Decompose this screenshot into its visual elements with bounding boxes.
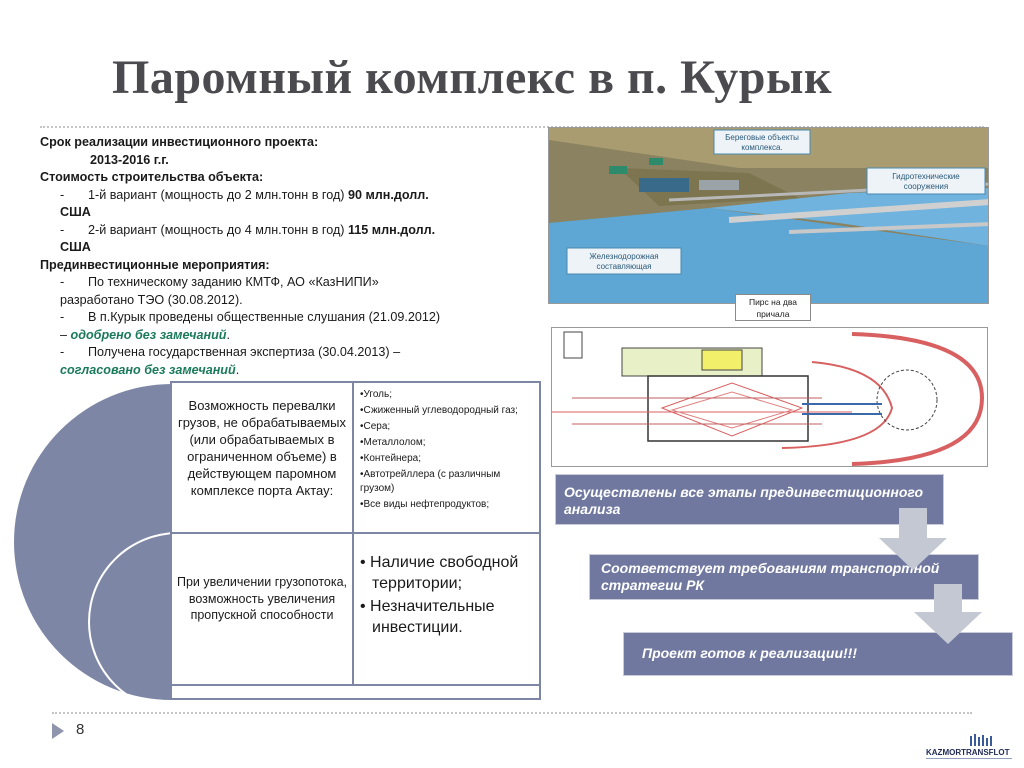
period-mark: . <box>226 327 230 342</box>
list-item: •Все виды нефтепродуктов; <box>360 498 490 510</box>
capacity-increase-cell: При увеличении грузопотока, возможность … <box>176 575 348 622</box>
row-divider <box>170 532 541 534</box>
bottom-divider <box>52 712 972 714</box>
period-mark: . <box>235 362 240 377</box>
cost-label: Стоимость строительства объекта: <box>40 170 264 184</box>
list-item: •Сжиженный углеводородный газ; <box>360 405 518 416</box>
cargo-capability-cell: Возможность перевалки грузов, не обрабат… <box>175 397 349 499</box>
label-line: Гидротехнические <box>892 172 960 181</box>
down-arrow-icon <box>914 584 982 644</box>
pre-item-text: Получена государственная экспертиза (30.… <box>88 345 401 359</box>
approved-text: одобрено без замечаний <box>70 327 227 342</box>
variant-amount: 115 млн.долл. <box>347 222 436 237</box>
variant-text: 1-й вариант (мощность до 2 млн.тонн в го… <box>88 187 348 202</box>
list-item: • Незначительные инвестиции. <box>360 598 495 636</box>
list-item: •Металлолом; <box>360 437 426 448</box>
pre-investment-label: Прединвестиционные мероприятия: <box>40 257 270 272</box>
period-label: Срок реализации инвестиционного проекта: <box>40 135 319 149</box>
cost-variant-1: - 1-й вариант (мощность до 2 млн.тонн в г… <box>40 187 540 205</box>
row-divider <box>170 684 541 686</box>
site-plan <box>551 327 988 467</box>
dash: - <box>60 345 65 359</box>
list-item: •Автотрейллера (с различным грузом) <box>360 469 501 494</box>
period-value: 2013-2016 г.г. <box>90 152 169 167</box>
label-line: сооружения <box>904 182 948 191</box>
label-line: комплекса. <box>741 143 782 152</box>
pre-item-text: По техническому заданию КМТФ, АО «КазНИП… <box>88 275 379 289</box>
logo-text: KAZMORTRANSFLOT <box>926 748 1010 757</box>
cost-variant-2: - 2-й вариант (мощность до 4 млн.тонн в г… <box>40 222 540 240</box>
variant-currency: США <box>60 240 91 254</box>
variant-amount: 90 млн.долл. <box>347 187 429 202</box>
label-line: Железнодорожная <box>589 252 658 261</box>
variant-text: 2-й вариант (мощность до 4 млн.тонн в го… <box>88 222 348 237</box>
label-line: Береговые объекты <box>725 133 799 142</box>
list-item: •Сера; <box>360 421 391 432</box>
pre-item-1-cont: разработано ТЭО (30.08.2012). <box>60 292 243 307</box>
site-plan-graphic <box>552 331 985 466</box>
advantages-list: • Наличие свободной территории; • Незнач… <box>360 552 536 640</box>
page-number: 8 <box>76 721 85 738</box>
dash: - <box>60 275 65 289</box>
project-info: Срок реализации инвестиционного проекта:… <box>40 134 540 379</box>
step-analysis-complete: Осуществлены все этапы прединвестиционно… <box>555 474 944 525</box>
pre-item-2: - В п.Курык проведены общественные слушан… <box>40 309 540 327</box>
agreed-text: согласовано без замечаний <box>60 362 236 377</box>
dash: - <box>60 222 65 237</box>
top-divider <box>40 126 984 128</box>
play-triangle-icon <box>52 723 64 739</box>
label-line: составляющая <box>597 262 652 271</box>
kazmortransflot-logo: KAZMORTRANSFLOT <box>926 734 1012 759</box>
cargo-list: •Уголь; •Сжиженный углеводородный газ; •… <box>360 388 536 514</box>
column-divider <box>352 381 354 684</box>
list-item: • Наличие свободной территории; <box>360 554 519 592</box>
pre-item-3: - Получена государственная экспертиза (30… <box>40 344 540 362</box>
pre-item-1: - По техническому заданию КМТФ, АО «КазНИ… <box>40 274 540 292</box>
page-title: Паромный комплекс в п. Курык <box>112 51 833 104</box>
list-item: •Контейнера; <box>360 453 422 464</box>
pier-label: Пирс на два причала <box>735 294 811 321</box>
down-arrow-icon <box>879 508 947 570</box>
pre-item-2-cont: – одобрено без замечаний. <box>40 327 540 345</box>
list-item: •Уголь; <box>360 389 392 400</box>
dash-prefix: – <box>60 327 71 342</box>
dash: - <box>60 187 65 202</box>
pre-item-text: В п.Курык проведены общественные слушани… <box>88 310 441 324</box>
dash: - <box>60 310 65 324</box>
pre-item-3-cont: согласовано без замечаний. <box>40 362 540 380</box>
variant-currency: США <box>60 205 91 219</box>
